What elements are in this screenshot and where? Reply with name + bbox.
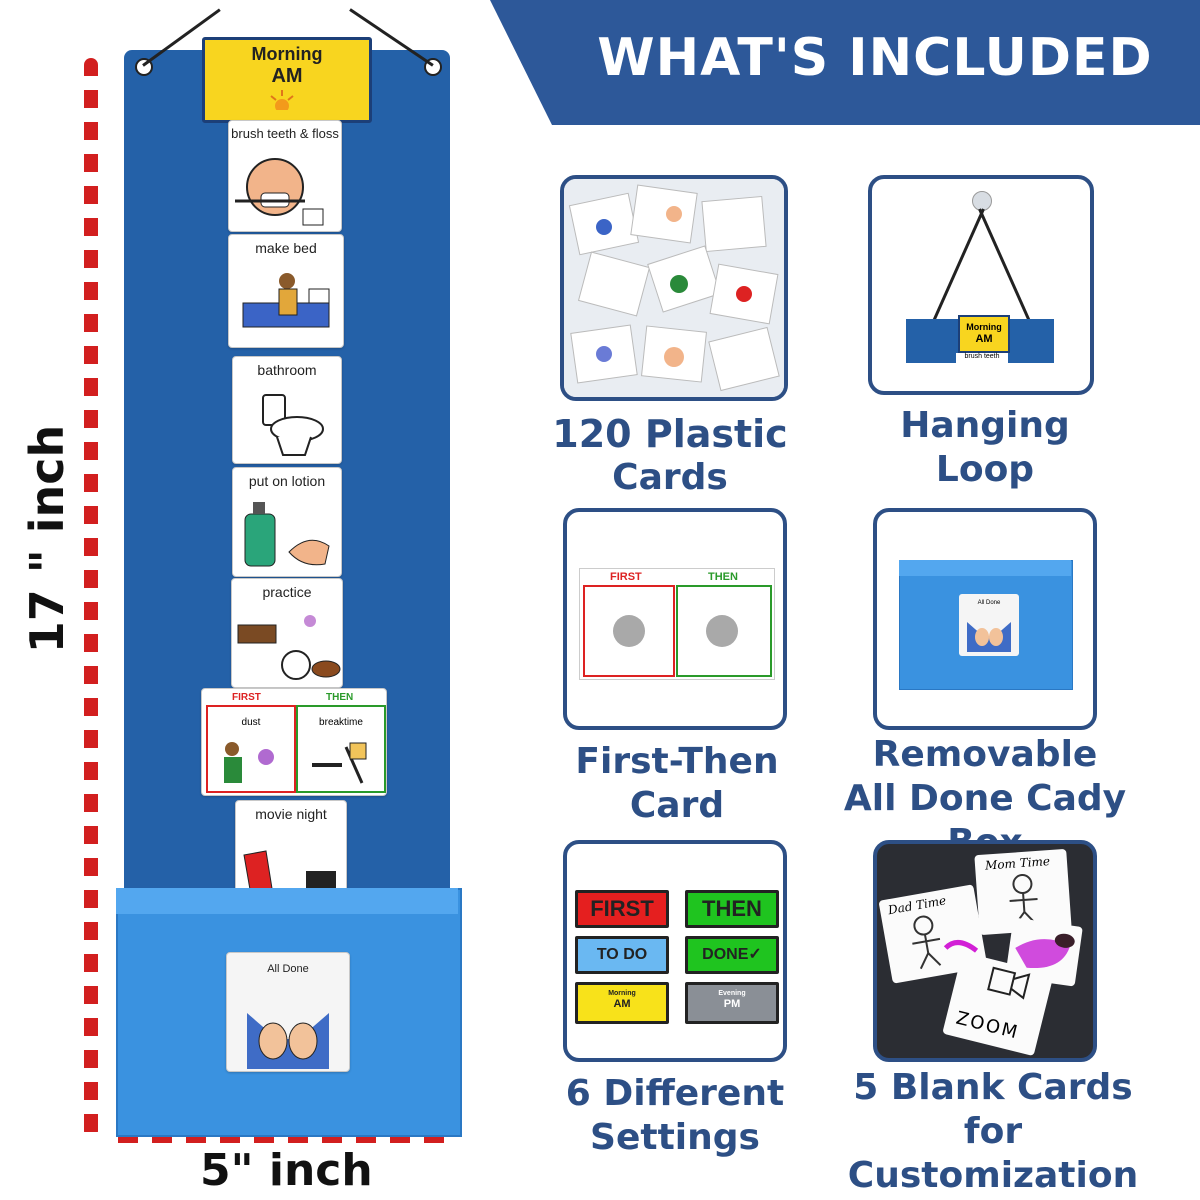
- setting-done: DONE✓: [685, 936, 779, 974]
- then-slot: breaktime: [296, 705, 386, 793]
- caption-line2: Settings: [590, 1117, 760, 1158]
- setting-todo: TO DO: [575, 936, 669, 974]
- stick-figure-icon: [912, 915, 979, 970]
- card-make-bed[interactable]: make bed: [228, 234, 344, 348]
- caption-line1: Removable: [872, 734, 1098, 775]
- first-header: FIRST: [232, 692, 261, 703]
- caption-line1: 6 Different: [565, 1073, 785, 1114]
- camera-drawing-icon: [987, 966, 1031, 1000]
- dusting-icon: [224, 742, 274, 783]
- caption-line1: 120 Plastic: [552, 412, 788, 456]
- setting-evening-line1: Evening: [718, 990, 746, 997]
- making-bed-icon: [242, 273, 330, 328]
- caption-line1: Hanging: [900, 405, 1070, 446]
- card-label: make bed: [255, 240, 317, 256]
- first-then-photo: FIRST THEN: [563, 508, 787, 730]
- blank-card-zoom: ZOOM: [942, 951, 1054, 1057]
- caption-line2: Loop: [935, 449, 1035, 490]
- caption-line2: Card: [629, 785, 725, 826]
- all-done-hands-icon: [247, 1013, 329, 1069]
- box-rim: [116, 888, 458, 914]
- height-measure-line: [84, 58, 98, 1138]
- practice-icon: [237, 615, 341, 680]
- mini-all-done-card: All Done: [959, 594, 1019, 656]
- all-done-label: All Done: [267, 963, 309, 975]
- mini-all-done-label: All Done: [977, 600, 1001, 606]
- caption-line2: Cards: [612, 457, 728, 498]
- width-label: 5" inch: [200, 1145, 373, 1196]
- hanging-loop-photo: Morning AM brush teeth: [868, 175, 1094, 395]
- breaktime-icon: [312, 742, 367, 784]
- header-banner: [490, 0, 1200, 125]
- first-slot: dust: [206, 705, 296, 793]
- blank-cards-photo: Mom Time Dad Time ZOOM: [873, 840, 1097, 1062]
- ft-then-slot: [676, 585, 772, 677]
- sun-icon: [270, 90, 294, 110]
- hanging-loop-caption: Hanging Loop: [860, 404, 1110, 492]
- first-then-board: FIRST THEN: [579, 568, 775, 680]
- mini-sign-line1: Morning: [966, 322, 1002, 332]
- morning-sign: Morning AM: [202, 37, 372, 123]
- plastic-cards-caption: 120 Plastic Cards: [545, 412, 795, 500]
- setting-evening: Evening PM: [685, 982, 779, 1024]
- then-header: THEN: [326, 692, 354, 703]
- brushing-teeth-icon: [235, 158, 324, 226]
- card-practice[interactable]: practice: [231, 578, 343, 688]
- setting-morning: Morning AM: [575, 982, 669, 1024]
- mini-card: brush teeth: [956, 353, 1008, 367]
- setting-evening-line2: PM: [723, 998, 741, 1010]
- setting-done-label: DONE: [702, 946, 749, 963]
- mini-sign-line2: AM: [975, 333, 993, 345]
- caption-line1: First-Then: [575, 741, 779, 782]
- sign-line1: Morning: [251, 44, 323, 64]
- mini-sign: Morning AM: [958, 315, 1010, 353]
- card-label: practice: [262, 584, 312, 600]
- card-label: bathroom: [257, 362, 317, 378]
- loop-cord-right: [932, 208, 985, 322]
- sign-line2: AM: [271, 65, 303, 87]
- all-done-hands-icon: [967, 622, 1011, 652]
- plastic-cards-photo: [560, 175, 788, 401]
- card-movie-night[interactable]: movie night: [235, 800, 347, 902]
- card-pile-image: [564, 179, 784, 397]
- card-label: movie night: [255, 806, 327, 822]
- velcro-dot-icon: [706, 615, 738, 647]
- scribble-icon: [1015, 933, 1075, 969]
- ft-then-label: THEN: [708, 571, 738, 583]
- all-done-card[interactable]: All Done: [226, 952, 350, 1072]
- ft-first-slot: [583, 585, 675, 677]
- toilet-icon: [262, 394, 324, 456]
- mini-box-rim: [899, 560, 1071, 576]
- checkmark-icon: ✓: [748, 946, 762, 963]
- blank-card-drawing: [1005, 917, 1083, 987]
- blank-card-dad: Dad Time: [878, 884, 988, 984]
- then-card-label: breaktime: [319, 717, 363, 728]
- lotion-icon: [244, 502, 330, 567]
- all-done-box[interactable]: [116, 888, 462, 1137]
- velcro-dot-icon: [613, 615, 645, 647]
- card-label: put on lotion: [248, 473, 326, 489]
- first-then-card[interactable]: FIRST THEN dust breaktime: [201, 688, 387, 796]
- height-label: 17 " inch: [20, 424, 74, 654]
- card-put-on-lotion[interactable]: put on lotion: [232, 467, 342, 577]
- caption-line2: for Customization: [847, 1111, 1139, 1196]
- caption-line1: 5 Blank Cards: [853, 1067, 1133, 1108]
- setting-morning-line1: Morning: [608, 990, 636, 997]
- cady-box-photo: All Done: [873, 508, 1097, 730]
- setting-morning-line2: AM: [613, 998, 631, 1010]
- card-brush-teeth[interactable]: brush teeth & floss: [228, 120, 342, 232]
- banner-title: WHAT'S INCLUDED: [597, 28, 1153, 88]
- card-label: brush teeth & floss: [231, 126, 339, 141]
- ft-first-label: FIRST: [610, 571, 642, 583]
- first-then-caption: First-Then Card: [552, 740, 802, 828]
- setting-then: THEN: [685, 890, 779, 928]
- loop-cord-left: [978, 208, 1031, 322]
- blank-cards-caption: 5 Blank Cards for Customization: [818, 1066, 1168, 1198]
- setting-first: FIRST: [575, 890, 669, 928]
- settings-caption: 6 Different Settings: [550, 1072, 800, 1160]
- card-bathroom[interactable]: bathroom: [232, 356, 342, 464]
- settings-photo: FIRST THEN TO DO DONE✓ Morning AM Evenin…: [563, 840, 787, 1062]
- first-card-label: dust: [241, 717, 261, 728]
